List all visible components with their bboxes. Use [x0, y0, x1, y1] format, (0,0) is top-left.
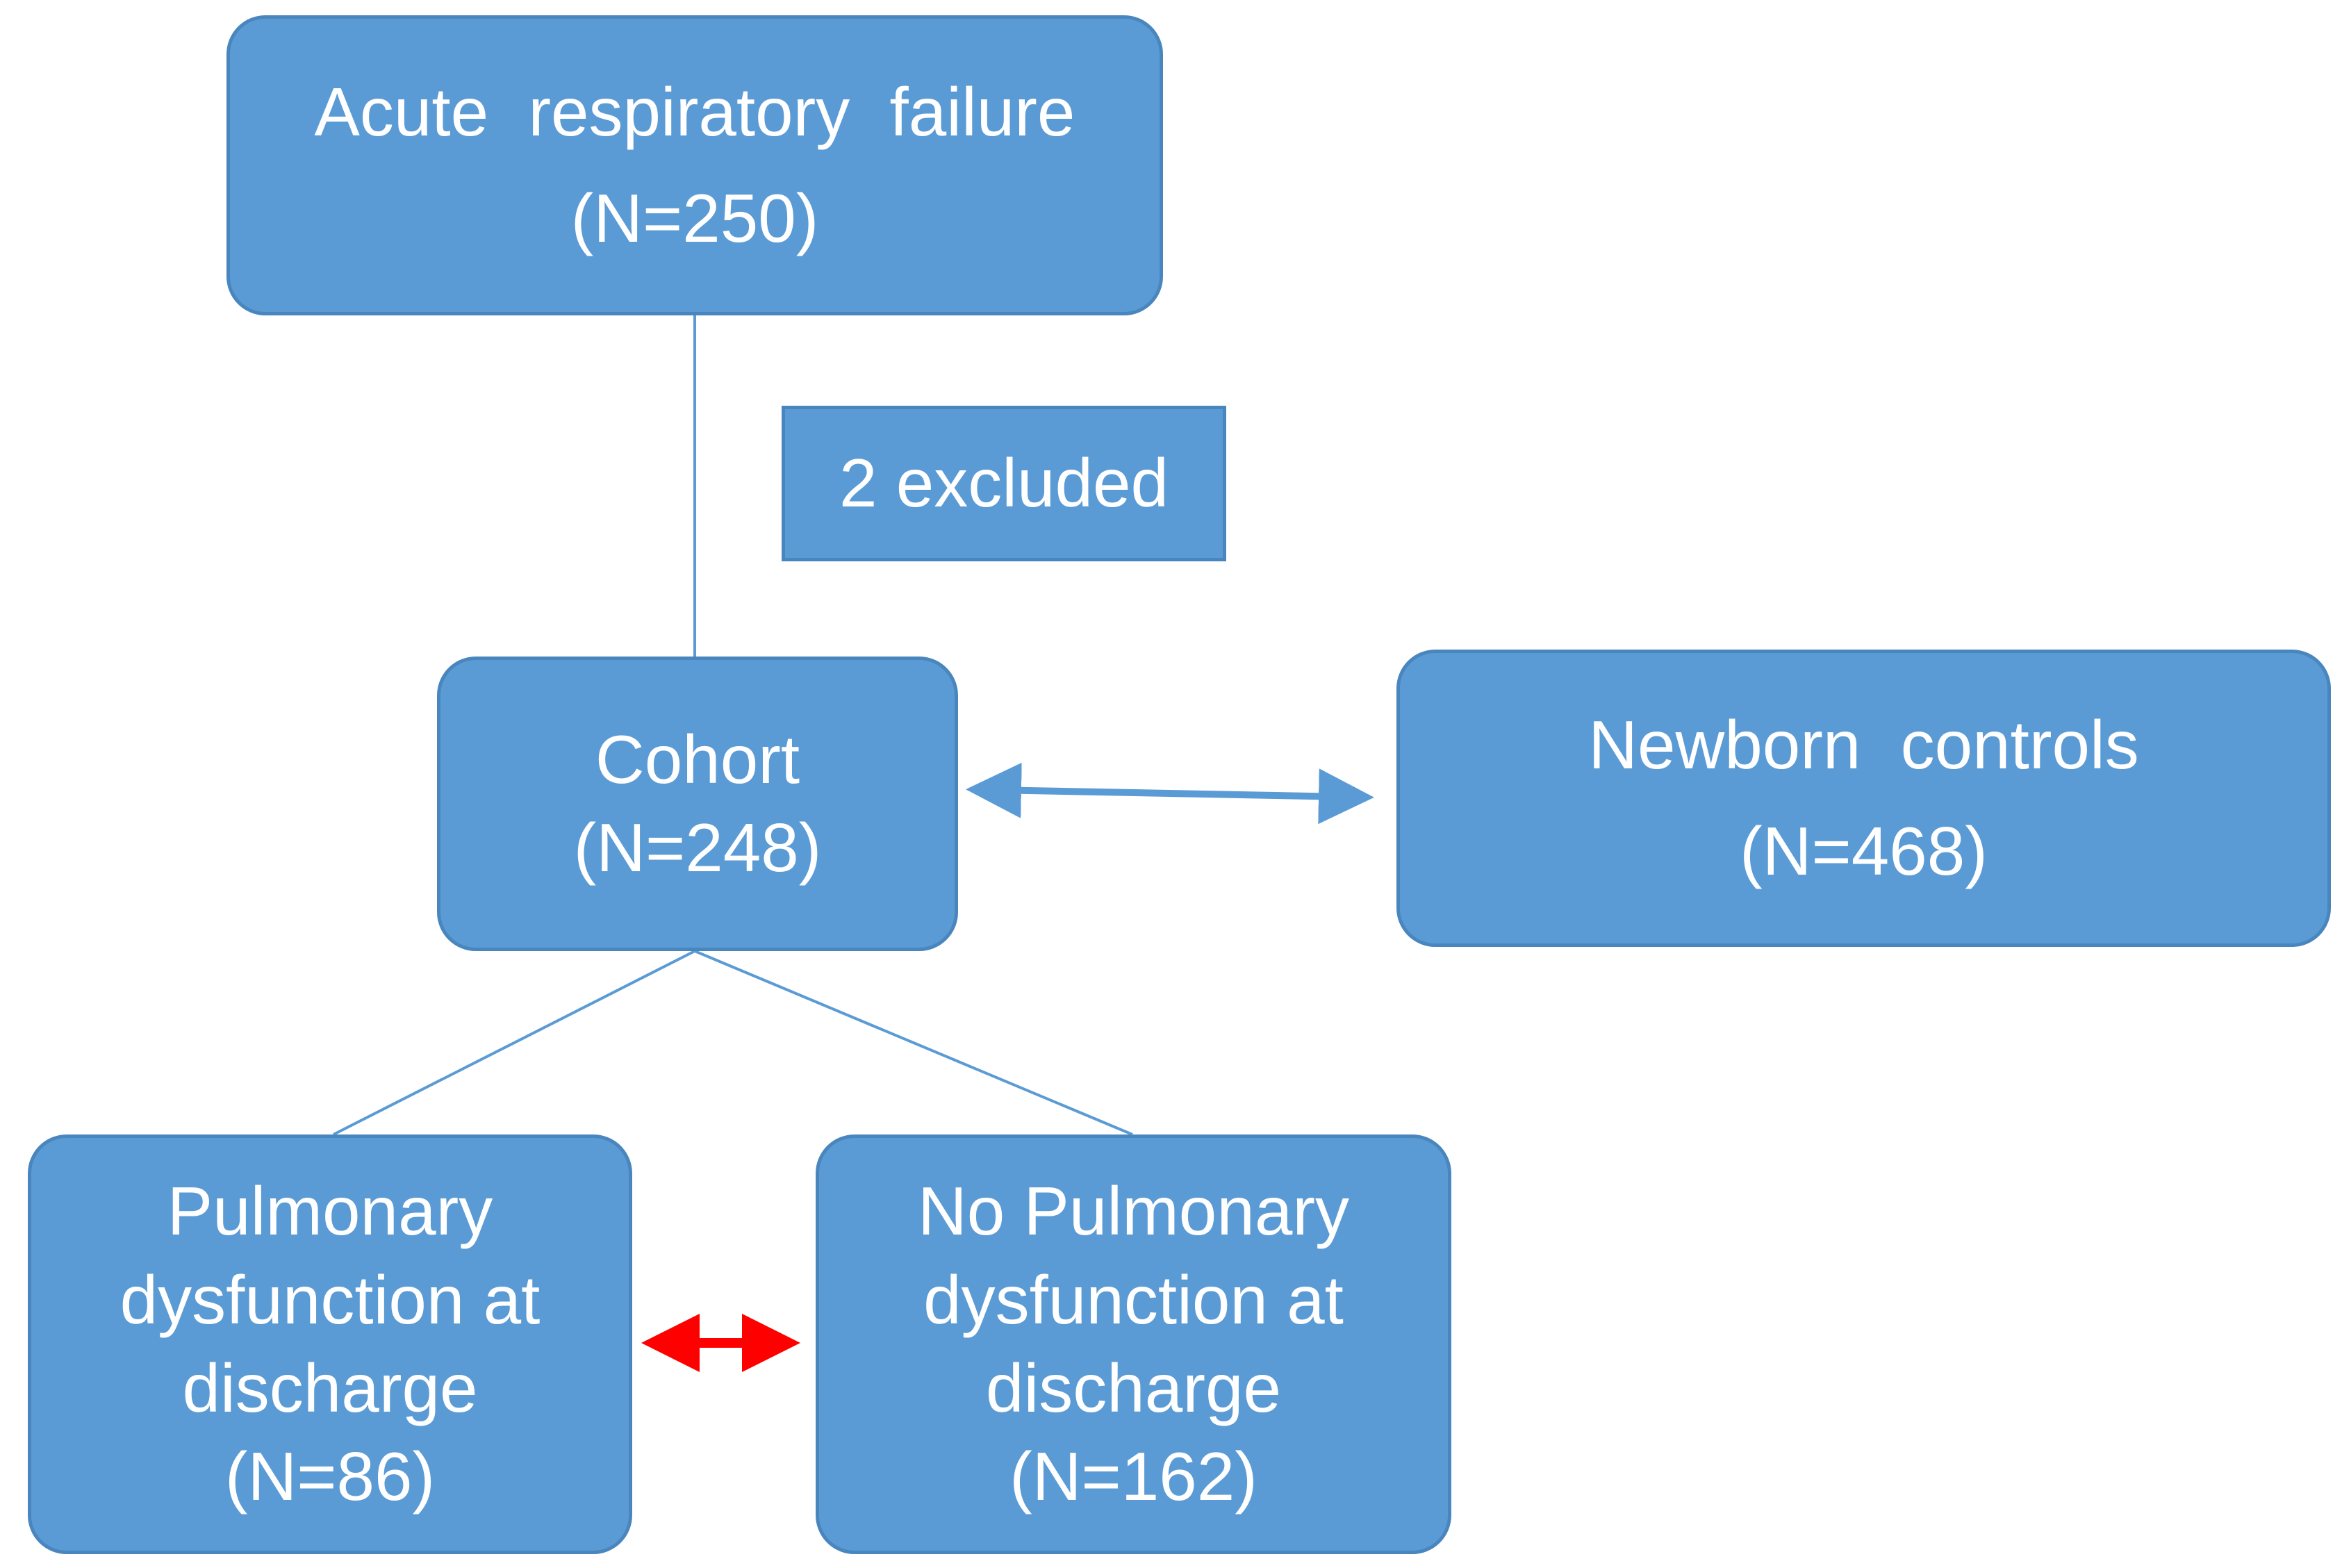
pd-line3: discharge: [182, 1350, 478, 1426]
pulmonary-dysfunction-box: Pulmonary dysfunction at discharge (N=86…: [28, 1134, 632, 1554]
nopd-line2: dysfunction at: [923, 1261, 1344, 1338]
comparison-arrow-cohort-controls: [966, 762, 1374, 825]
controls-label: Newborn controls: [1588, 707, 2139, 784]
no-pulmonary-dysfunction-box: No Pulmonary dysfunction at discharge (N…: [816, 1134, 1451, 1554]
arf-label: Acute respiratory failure: [314, 74, 1075, 151]
pd-line2: dysfunction at: [119, 1261, 541, 1338]
connector-cohort-to-nopd: [694, 950, 1133, 1136]
nopd-line1: No Pulmonary: [918, 1173, 1349, 1250]
acute-respiratory-failure-box: Acute respiratory failure (N=250): [226, 15, 1163, 315]
newborn-controls-box: Newborn controls (N=468): [1396, 650, 2331, 947]
connector-cohort-to-pd: [333, 950, 695, 1136]
pd-line1: Pulmonary: [167, 1173, 493, 1250]
cohort-box: Cohort (N=248): [437, 657, 958, 951]
excluded-box: 2 excluded: [782, 406, 1226, 561]
arf-count: (N=250): [570, 180, 819, 256]
excluded-label: 2 excluded: [839, 445, 1169, 522]
controls-count: (N=468): [1740, 813, 1988, 889]
nopd-count: (N=162): [1009, 1438, 1257, 1515]
nopd-line3: discharge: [986, 1350, 1281, 1426]
cohort-count: (N=248): [573, 809, 822, 886]
pd-count: (N=86): [224, 1438, 436, 1515]
cohort-label: Cohort: [595, 720, 800, 798]
